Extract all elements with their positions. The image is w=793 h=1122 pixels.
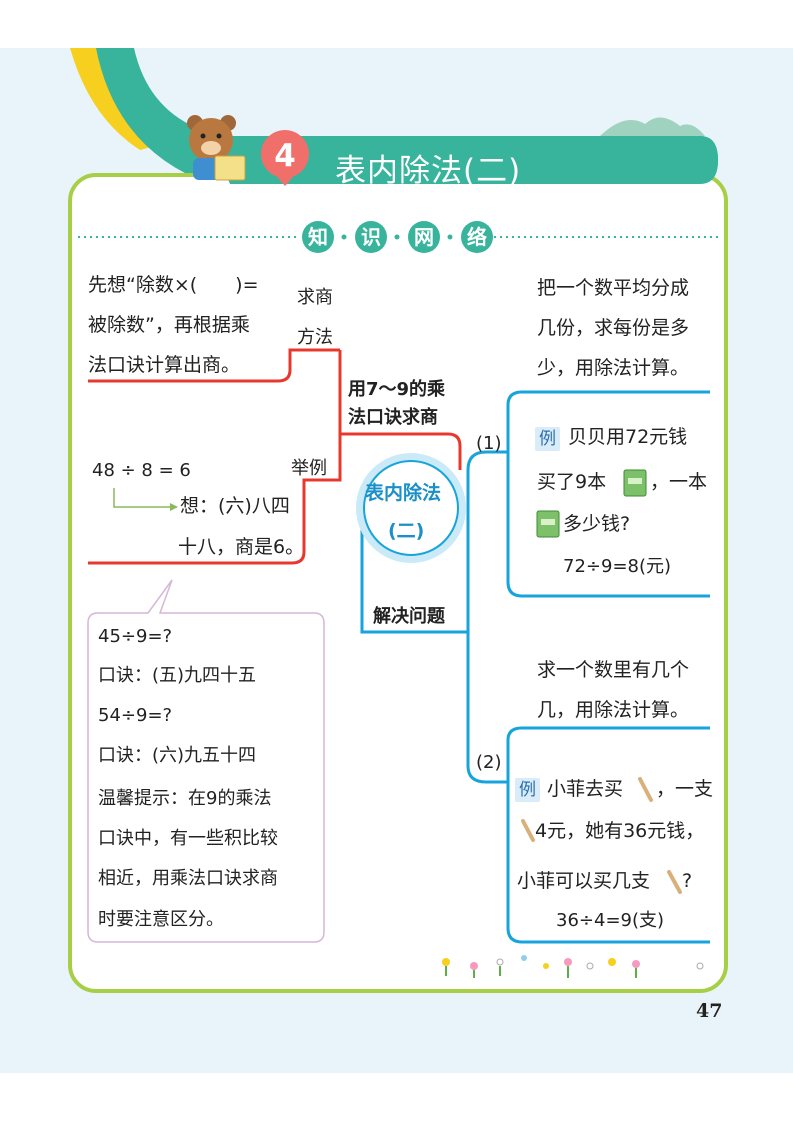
sub1-answer: 72÷9=8(元)	[563, 556, 672, 577]
sub1-desc-line: 少，用除法计算。	[537, 357, 690, 379]
section-header-char: 知	[302, 221, 334, 253]
sub2-example-line: ，一支	[656, 778, 714, 800]
pencil-icon	[638, 777, 653, 802]
example-think-line: 十八，商是6。	[178, 536, 305, 558]
method-text-line: 法口诀计算出商。	[88, 354, 241, 376]
bear-mascot-icon	[187, 115, 246, 181]
sub2-example-line: 小菲可以买几支	[517, 870, 651, 892]
sub2-example-line: ?	[682, 870, 693, 892]
sub2-desc-line: 求一个数里有几个	[537, 659, 690, 681]
pencil-icon	[521, 819, 535, 842]
sub1-example-line: 买了9本	[537, 471, 607, 493]
page-number: 47	[696, 1000, 723, 1022]
example-think-line: 想：(六)八四	[180, 495, 290, 517]
sub1-desc-line: 把一个数平均分成	[537, 277, 690, 299]
chapter-number-badge	[262, 131, 308, 177]
example-tag: 例	[515, 778, 540, 802]
book-icon	[536, 510, 560, 538]
method-text-line: 先想“除数×( )=	[88, 274, 259, 296]
sub1-example-line: 贝贝用72元钱	[568, 426, 688, 448]
center-subtitle: (二)	[388, 520, 425, 542]
tip-line: 口诀中，有一些积比较	[98, 828, 278, 849]
left-branch-lines	[88, 348, 462, 565]
example-equation: 48 ÷ 8 = 6	[92, 460, 191, 481]
tip-line: 温馨提示：在9的乘法	[98, 788, 272, 809]
chapter-title: 表内除法(二)	[335, 153, 522, 189]
sub2-example-line: 小菲去买	[547, 778, 624, 800]
method-text-line: 被除数”，再根据乘	[88, 314, 250, 336]
example-tag: 例	[535, 427, 560, 451]
hills-decoration	[600, 117, 705, 136]
chapter-number: 4	[274, 138, 296, 174]
flowers-decoration	[442, 955, 704, 978]
example-label: 举例	[291, 458, 327, 479]
sub1-example-line: 多少钱?	[563, 513, 631, 535]
tip-line: 口诀：(六)九五十四	[98, 745, 257, 766]
center-title: 表内除法	[365, 482, 442, 504]
tip-line: 相近，用乘法口诀求商	[98, 868, 278, 889]
tip-line: 45÷9=?	[98, 626, 173, 647]
pencil-icon	[667, 870, 682, 894]
method-label: 方法	[297, 327, 333, 348]
sub2-answer: 36÷4=9(支)	[556, 910, 665, 931]
right-branch-label: 解决问题	[373, 606, 445, 627]
left-branch-label: 用7～9的乘	[348, 379, 446, 400]
book-icon	[623, 469, 647, 497]
sub2-marker: (2)	[476, 752, 502, 773]
section-header-char: 网	[408, 221, 440, 253]
sub1-marker: (1)	[476, 433, 502, 454]
sub1-example-line: ，一本	[650, 471, 708, 493]
tip-line: 口诀：(五)九四十五	[98, 665, 257, 686]
right-branch-lines	[360, 390, 710, 944]
section-header-char: 络	[461, 221, 493, 253]
tips-bubble	[87, 579, 325, 943]
sub2-example-line: 4元，她有36元钱，	[535, 820, 705, 842]
center-node	[356, 453, 466, 563]
tip-line: 时要注意区分。	[98, 909, 224, 930]
sub1-desc-line: 几份，求每份是多	[537, 317, 690, 339]
tip-line: 54÷9=?	[98, 705, 173, 726]
sub2-desc-line: 几，用除法计算。	[537, 699, 690, 721]
section-header-char: 识	[355, 221, 387, 253]
left-branch-label: 法口诀求商	[348, 407, 438, 428]
method-label: 求商	[297, 287, 333, 308]
